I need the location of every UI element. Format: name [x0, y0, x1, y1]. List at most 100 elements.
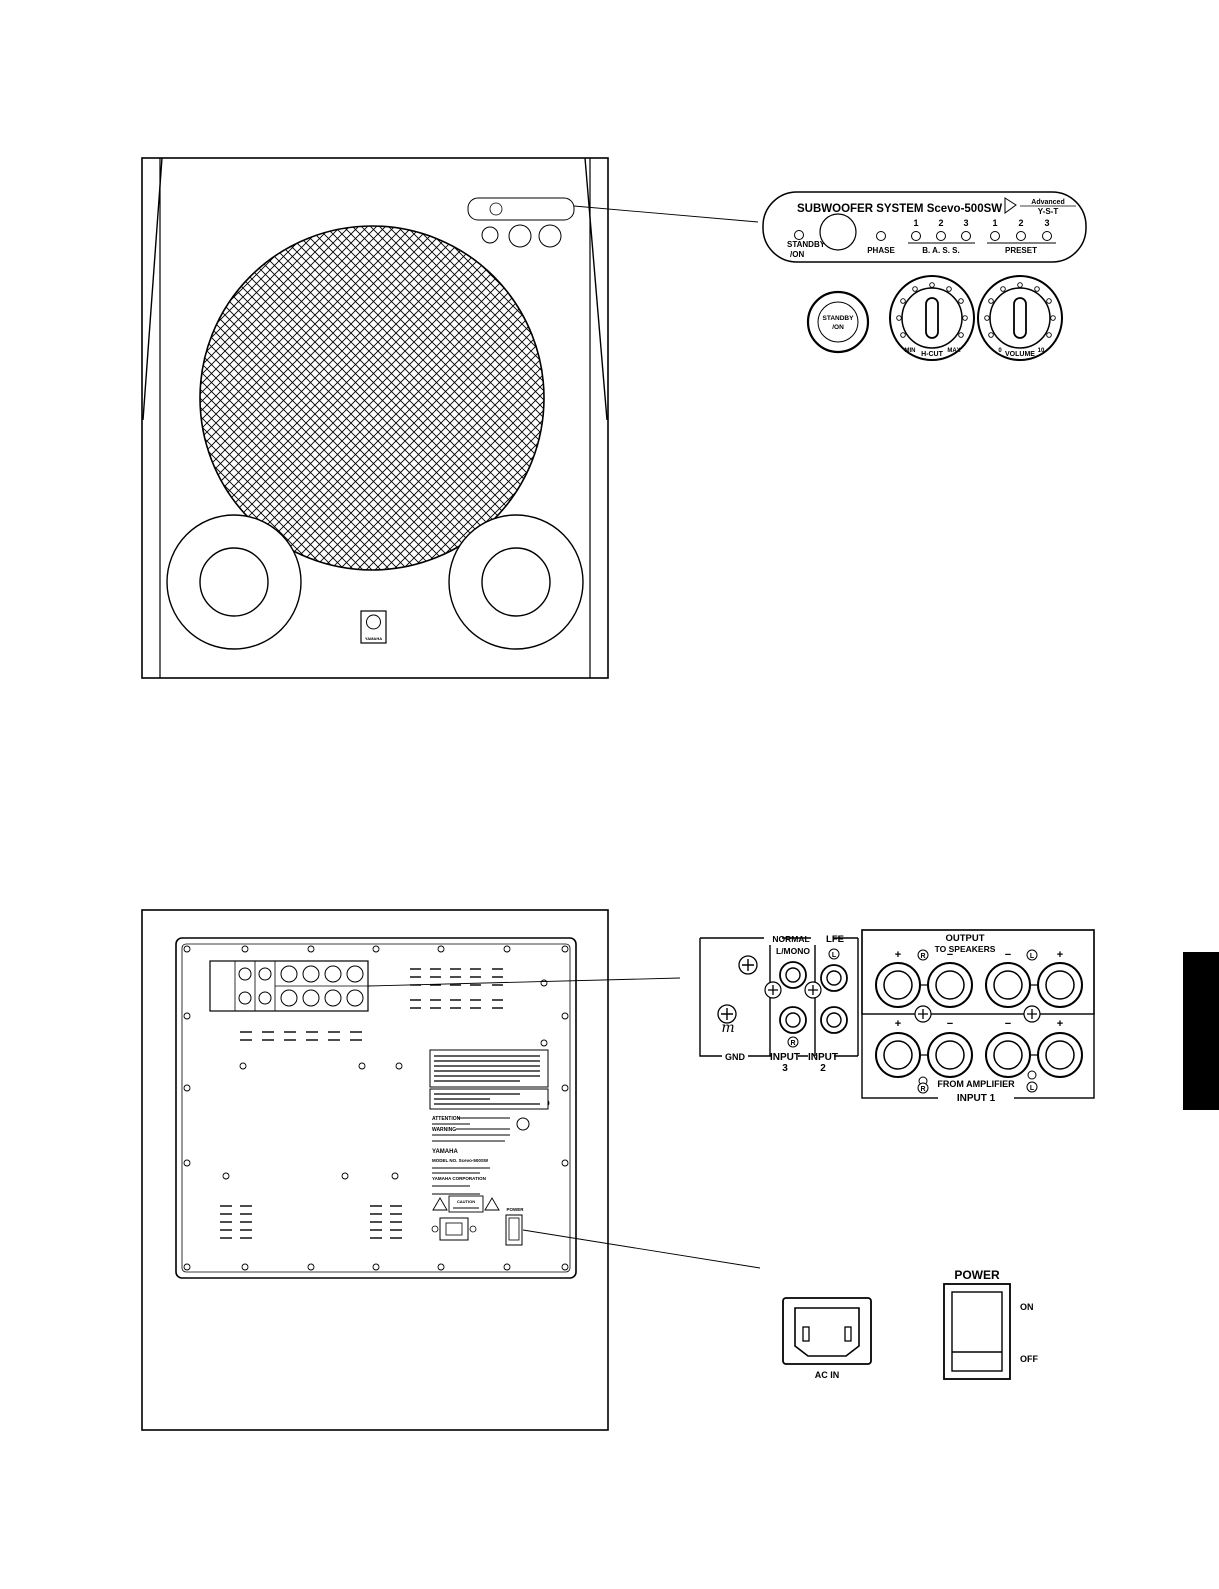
- svg-text:WARNING: WARNING: [432, 1127, 456, 1133]
- rear-label-block: ATTENTION WARNING YAMAHA MODEL NO. Scevo…: [429, 1049, 549, 1213]
- svg-text:Y-S-T: Y-S-T: [1038, 207, 1059, 216]
- output-l-plus-terminal[interactable]: [1037, 962, 1083, 1008]
- svg-text:10: 10: [1038, 348, 1045, 354]
- svg-text:1: 1: [913, 218, 918, 228]
- input1-l-plus-terminal[interactable]: [1037, 1032, 1083, 1078]
- leader-terminal: [367, 977, 681, 987]
- input1-r-minus-terminal[interactable]: [927, 1032, 973, 1078]
- screws-divider: [914, 1005, 1041, 1023]
- input2-label: INPUT: [808, 1052, 838, 1063]
- svg-text:+: +: [895, 1018, 901, 1030]
- gnd-label: GND: [725, 1052, 746, 1062]
- preset-led-1: [990, 231, 1000, 241]
- front-view: YAMAHA: [141, 157, 609, 679]
- phase-label: PHASE: [867, 246, 895, 255]
- terminal-detail: GND INPUT 3 INPUT 2 NORMAL L/MONO LFE L …: [699, 929, 1095, 1104]
- svg-text:L: L: [1030, 953, 1035, 960]
- input1-r-plus-terminal[interactable]: [875, 1032, 921, 1078]
- on-label: ON: [1020, 1302, 1034, 1312]
- mono-label: L/MONO: [776, 946, 810, 956]
- power-switch-detail[interactable]: POWER ON OFF: [943, 1268, 1038, 1380]
- input3-r-jack[interactable]: [779, 1006, 807, 1034]
- remote-sensor: [819, 213, 857, 251]
- svg-text:YAMAHA: YAMAHA: [432, 1149, 458, 1155]
- bass-led-2: [936, 231, 946, 241]
- phase-led: [876, 231, 886, 241]
- output-l-minus-terminal[interactable]: [985, 962, 1031, 1008]
- leader-power: [522, 1229, 761, 1269]
- svg-text:R: R: [790, 1040, 795, 1047]
- svg-text:POWER: POWER: [506, 1207, 524, 1212]
- mini-terminal-block: [209, 960, 369, 1012]
- yst-logo: Advanced Y-S-T: [1004, 197, 1076, 216]
- rear-plate: [175, 937, 577, 1279]
- badge-text: YAMAHA: [365, 636, 382, 641]
- standby-button[interactable]: STANDBY /ON: [806, 290, 870, 354]
- gnd-terminal[interactable]: m: [717, 1004, 737, 1036]
- hcut-knob[interactable]: MIN H-CUT MAX: [889, 275, 975, 361]
- input3-l-jack[interactable]: [779, 961, 807, 989]
- svg-text:/ON: /ON: [832, 324, 844, 331]
- woofer-grille: [199, 225, 545, 571]
- svg-text:MODEL NO. Scevo-500SW: MODEL NO. Scevo-500SW: [432, 1158, 489, 1163]
- ac-in-label: AC IN: [815, 1370, 840, 1380]
- svg-text:+: +: [1057, 1018, 1063, 1030]
- lfe-label: LFE: [826, 934, 844, 945]
- ac-inlet-detail[interactable]: AC IN: [782, 1297, 872, 1380]
- mini-ac-inlet: [431, 1217, 477, 1241]
- leader-front-panel: [573, 205, 759, 223]
- standby-label: STANDBY/ON: [787, 240, 826, 259]
- svg-text:m: m: [721, 1020, 734, 1036]
- preset-led-2: [1016, 231, 1026, 241]
- preset-led-3: [1042, 231, 1052, 241]
- power-label: POWER: [954, 1268, 1000, 1282]
- svg-text:0: 0: [998, 348, 1002, 354]
- section-tab: [1183, 952, 1219, 1110]
- rear-view: ATTENTION WARNING YAMAHA MODEL NO. Scevo…: [141, 909, 609, 1431]
- yamaha-badge: [360, 610, 387, 644]
- input3-label: INPUT: [770, 1052, 800, 1063]
- mini-power-switch: POWER: [505, 1207, 524, 1246]
- bass-label: B. A. S. S.: [922, 246, 960, 255]
- svg-text:MAX: MAX: [947, 348, 960, 354]
- svg-text:H-CUT: H-CUT: [921, 351, 943, 358]
- input1-label: INPUT 1: [957, 1093, 996, 1104]
- input2-r-jack[interactable]: [820, 1006, 848, 1034]
- svg-text:L: L: [832, 952, 837, 959]
- svg-text:3: 3: [1044, 218, 1049, 228]
- svg-text:3: 3: [963, 218, 968, 228]
- svg-text:2: 2: [820, 1063, 826, 1074]
- output-label: OUTPUT: [945, 933, 984, 944]
- standby-led: [794, 230, 804, 240]
- port-left-inner: [199, 547, 269, 617]
- volume-knob[interactable]: 0 VOLUME 10: [977, 275, 1063, 361]
- from-amplifier-label: FROM AMPLIFIER: [937, 1079, 1015, 1089]
- front-panel-detail: SUBWOOFER SYSTEM Scevo-500SW Advanced Y-…: [762, 191, 1087, 361]
- input1-l-minus-terminal[interactable]: [985, 1032, 1031, 1078]
- svg-text:2: 2: [938, 218, 943, 228]
- svg-text:MIN: MIN: [905, 348, 916, 354]
- svg-text:STANDBY: STANDBY: [823, 315, 855, 322]
- to-speakers-label: TO SPEAKERS: [935, 944, 996, 954]
- svg-text:VOLUME: VOLUME: [1005, 351, 1035, 358]
- screw-mid: [764, 981, 822, 999]
- output-r-plus-terminal[interactable]: [875, 962, 921, 1008]
- svg-text:−: −: [947, 949, 953, 961]
- svg-text:L: L: [1030, 1085, 1035, 1092]
- lfe-jack[interactable]: [820, 964, 848, 992]
- svg-text:+: +: [1057, 949, 1063, 961]
- preset-label: PRESET: [1005, 246, 1037, 255]
- rear-screws: [183, 945, 569, 1271]
- svg-text:1: 1: [992, 218, 997, 228]
- gnd-screw[interactable]: [738, 955, 758, 975]
- port-right-inner: [481, 547, 551, 617]
- svg-text:Advanced: Advanced: [1031, 199, 1064, 206]
- output-r-minus-terminal[interactable]: [927, 962, 973, 1008]
- svg-text:−: −: [1005, 1018, 1011, 1030]
- bass-led-1: [911, 231, 921, 241]
- panel-title: SUBWOOFER SYSTEM Scevo-500SW: [797, 203, 1002, 215]
- svg-text:−: −: [947, 1018, 953, 1030]
- svg-text:3: 3: [782, 1063, 788, 1074]
- bass-group: 1 2 3 B. A. S. S.: [908, 218, 975, 255]
